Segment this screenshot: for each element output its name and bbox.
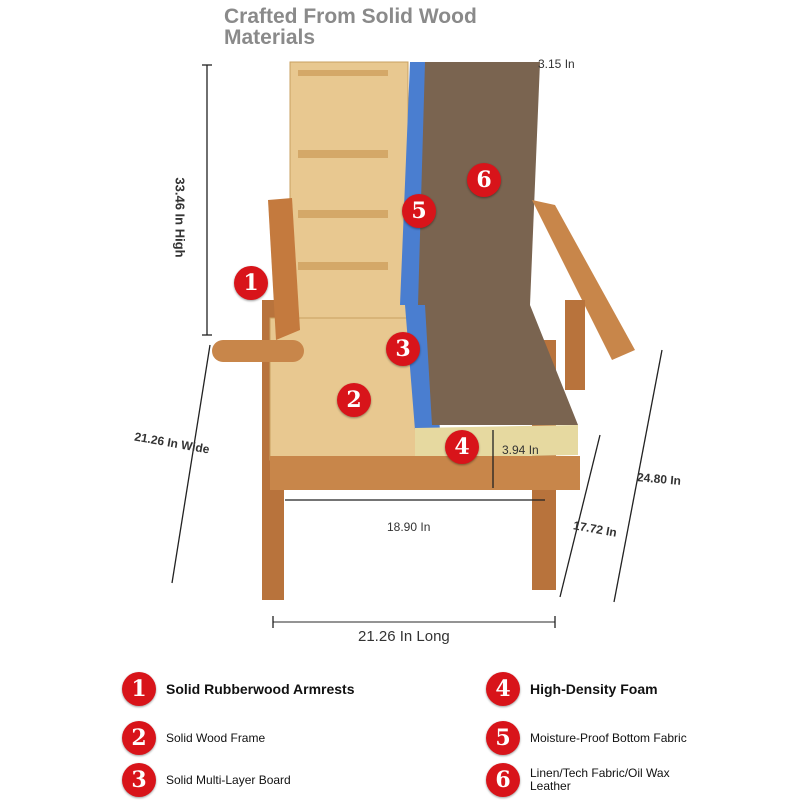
- legend-label: Solid Multi-Layer Board: [166, 772, 291, 787]
- legend-item-4: 4 High-Density Foam: [486, 672, 658, 706]
- height-dimension: 33.46 In High: [172, 177, 188, 258]
- legend-badge: 3: [122, 763, 156, 797]
- left-armrest: [212, 340, 304, 362]
- top-depth-dimension: 3.15 In: [538, 57, 575, 71]
- foam: [415, 425, 578, 458]
- back-frame: [289, 61, 409, 323]
- legend-badge: 5: [486, 721, 520, 755]
- seat-width-dimension: 18.90 In: [387, 520, 431, 534]
- seat-apron: [270, 456, 580, 490]
- legend-item-2: 2 Solid Wood Frame: [122, 721, 265, 755]
- legend-label: Solid Wood Frame: [166, 730, 266, 745]
- legend-badge: 1: [122, 672, 156, 706]
- marker-4: 4: [445, 430, 479, 464]
- length-dimension: 21.26 In Long: [358, 628, 450, 645]
- foam-dimension: 3.94 In: [502, 443, 539, 457]
- legend-label: Moisture-Proof Bottom Fabric: [530, 730, 687, 745]
- legend-item-5: 5 Moisture-Proof Bottom Fabric: [486, 721, 687, 755]
- marker-2: 2: [337, 383, 371, 417]
- marker-5: 5: [402, 194, 436, 228]
- legend-badge: 6: [486, 763, 520, 797]
- legend-item-3: 3 Solid Multi-Layer Board: [122, 763, 291, 797]
- page-title: Crafted From Solid Wood Materials: [224, 5, 477, 49]
- marker-6: 6: [467, 163, 501, 197]
- marker-1: 1: [234, 266, 268, 300]
- legend-badge: 2: [122, 721, 156, 755]
- legend-item-6: 6 Linen/Tech Fabric/Oil Wax Leather: [486, 763, 690, 797]
- marker-3: 3: [386, 332, 420, 366]
- legend-label: High-Density Foam: [530, 680, 658, 697]
- legend-item-1: 1 Solid Rubberwood Armrests: [122, 672, 355, 706]
- legend-label: Solid Rubberwood Armrests: [166, 680, 355, 697]
- seat-cushion: [425, 305, 578, 425]
- legend-label: Linen/Tech Fabric/Oil Wax Leather: [530, 766, 670, 793]
- right-armrest: [532, 200, 635, 360]
- legend-badge: 4: [486, 672, 520, 706]
